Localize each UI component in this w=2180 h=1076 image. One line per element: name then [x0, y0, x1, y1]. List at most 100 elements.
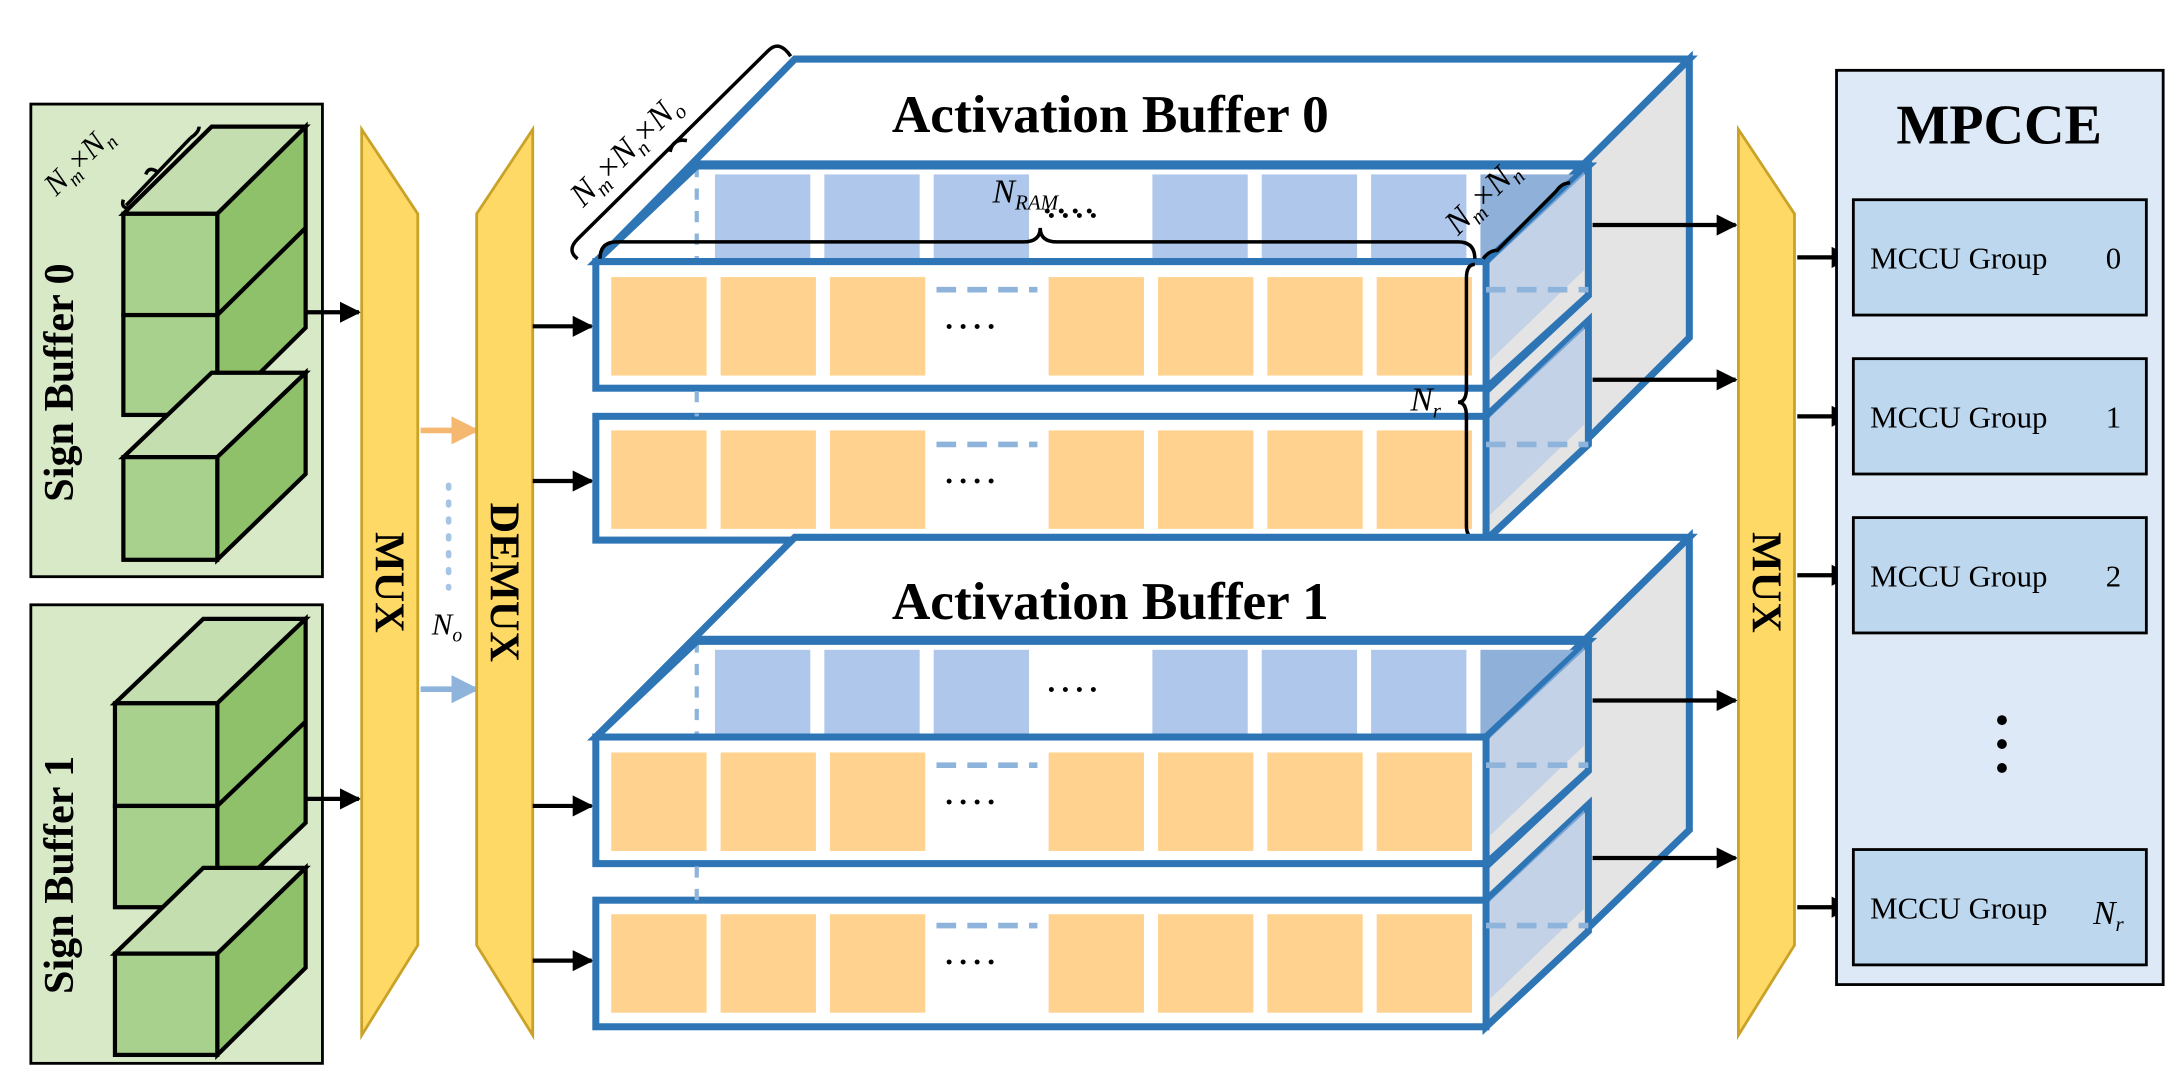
- demux: DEMUX: [475, 124, 535, 1041]
- ram-cell: [1371, 174, 1467, 271]
- nr-brace: [1457, 262, 1481, 542]
- mux-left-label: MUX: [366, 532, 413, 633]
- mccu-vertical-ellipsis: [1997, 715, 2007, 773]
- ram-cell: [1157, 914, 1254, 1013]
- ellipsis: ····: [942, 779, 998, 826]
- ram-cell: [611, 914, 707, 1013]
- mccu-group-index: 0: [2106, 241, 2121, 276]
- cube-edge: [215, 226, 308, 317]
- ram-cell: [714, 174, 811, 271]
- row-side-cells: [1490, 647, 1585, 836]
- ram-cell: [714, 649, 811, 746]
- ram-cell: [1157, 752, 1254, 851]
- ram-cell: [933, 174, 1030, 271]
- buffer1-row-1: ····: [592, 768, 1592, 1035]
- mccu-group-label: MCCU Group: [1870, 558, 2047, 593]
- ram-cell: [720, 430, 816, 529]
- depth-brace-tip: [668, 138, 688, 153]
- mpcce-title: MPCCE: [1896, 94, 2102, 156]
- ram-cell: [611, 752, 707, 851]
- ram-cell: [829, 277, 926, 376]
- sign-buffer-0: Sign Buffer 0 Nm×Nn: [29, 102, 324, 579]
- ram-cell: [824, 649, 920, 746]
- ram-cell: [1152, 649, 1248, 746]
- mux-right-label: MUX: [1742, 532, 1789, 633]
- mux-left: MUX: [360, 124, 420, 1041]
- ram-cell: [1261, 649, 1358, 746]
- ram-cell: [611, 277, 707, 376]
- activation-buffer-0-title: Activation Buffer 0: [892, 84, 1329, 144]
- mux-left-shape: [360, 124, 420, 1041]
- mccu-group-index: 2: [2106, 558, 2121, 593]
- cube-front: [121, 455, 220, 562]
- sign-cube-stack-1: [109, 613, 311, 1060]
- mccu-group-label: MCCU Group: [1870, 241, 2047, 276]
- cube-front: [112, 951, 220, 1058]
- row-side-cells: [1490, 326, 1585, 515]
- nram-label: NRAM: [992, 173, 1060, 214]
- row-edge: [1483, 768, 1591, 867]
- mccu-group-nr: MCCU Group Nr: [1851, 848, 2148, 967]
- ram-cell: [1267, 752, 1363, 851]
- ram-cell: [829, 914, 926, 1013]
- ellipsis: ····: [1044, 192, 1100, 239]
- row-edge: [1483, 292, 1591, 391]
- ram-cell: [829, 430, 926, 529]
- mccu-group-index: Nr: [2092, 895, 2124, 936]
- ram-cell: [1048, 277, 1144, 376]
- ram-cell: [1048, 752, 1144, 851]
- ram-cell: [720, 277, 816, 376]
- sign-buffer-1: Sign Buffer 1: [29, 603, 324, 1065]
- no-label: No: [431, 606, 463, 646]
- ram-cell: [1371, 649, 1467, 746]
- mccu-group-box: [1851, 198, 2148, 317]
- mux-right: MUX: [1736, 124, 1796, 1041]
- ram-cell: [933, 649, 1030, 746]
- ram-cell: [1048, 430, 1144, 529]
- mccu-group-0: MCCU Group 0: [1851, 198, 2148, 317]
- mccu-group-box: [1851, 848, 2148, 967]
- ram-cell: [1267, 914, 1363, 1013]
- ram-cell: [1376, 914, 1473, 1013]
- ram-cell: [1152, 174, 1248, 271]
- sign-buffer-0-label: Sign Buffer 0: [36, 263, 83, 501]
- ellipsis: ····: [942, 303, 998, 350]
- ellipsis: ····: [1044, 666, 1100, 713]
- ram-cell: [720, 914, 816, 1013]
- nram-brace: [598, 227, 1477, 259]
- buffer1-row-0: ····: [587, 633, 1598, 875]
- mccu-group-label: MCCU Group: [1870, 890, 2047, 925]
- demux-shape: [475, 124, 535, 1041]
- demux-label: DEMUX: [481, 503, 528, 662]
- ram-cell: [829, 752, 926, 851]
- cube-front: [112, 701, 220, 809]
- ram-cell: [1261, 174, 1358, 271]
- ram-cell: [1376, 752, 1473, 851]
- sign-buffer-1-label: Sign Buffer 1: [36, 756, 83, 994]
- mccu-group-1: MCCU Group 1: [1851, 357, 2148, 476]
- mccu-group-index: 1: [2106, 400, 2121, 435]
- buffer0-row-0: ····: [587, 157, 1598, 400]
- ram-cell: [611, 430, 707, 529]
- sign-dim-brace: [124, 136, 192, 207]
- nr-label: Nr: [1409, 382, 1441, 423]
- ram-cell: [1157, 277, 1254, 376]
- mux-right-shape: [1736, 124, 1796, 1041]
- sign-dim-brace-tips: [120, 126, 201, 210]
- activation-buffer-0: Activation Buffer 0 ····: [562, 44, 1698, 549]
- activation-buffer-1: Activation Buffer 1 ····: [587, 528, 1698, 1036]
- side-dim-brace: [1481, 181, 1571, 260]
- ram-cell: [1376, 430, 1473, 529]
- cube-front: [121, 211, 220, 318]
- mccu-group-box: [1851, 516, 2148, 635]
- activation-buffer-1-title: Activation Buffer 1: [892, 571, 1329, 631]
- mccu-group-2: MCCU Group 2: [1851, 516, 2148, 635]
- row-side-cells: [1490, 171, 1585, 361]
- ram-cell: [1267, 430, 1363, 529]
- mccu-group-box: [1851, 357, 2148, 476]
- cube-edge: [215, 720, 308, 808]
- ellipsis: ····: [1040, 188, 1096, 235]
- ellipsis: ····: [942, 939, 998, 986]
- ram-cell: [1267, 277, 1363, 376]
